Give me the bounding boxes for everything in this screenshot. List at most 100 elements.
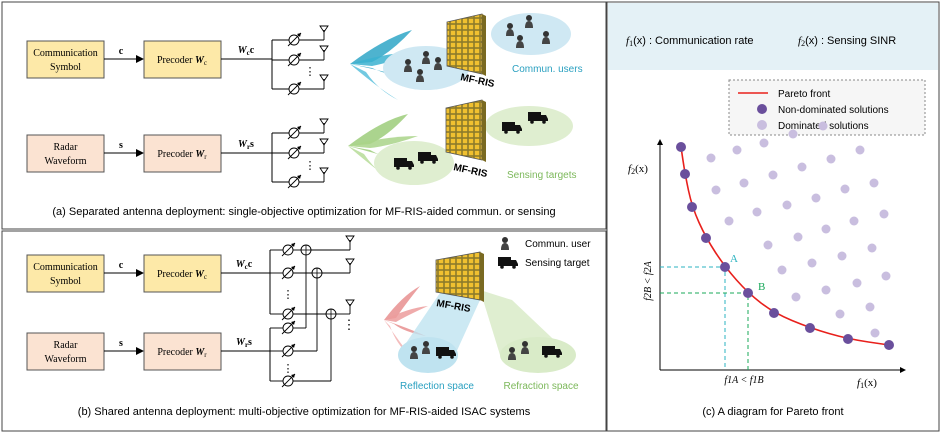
- point-b-label: B: [758, 281, 765, 293]
- user-icon: [508, 347, 516, 360]
- dominated-point: [849, 216, 859, 226]
- antenna: [345, 299, 355, 314]
- guide-b: [660, 292, 749, 370]
- c-label: c: [119, 46, 124, 57]
- dots-beam-b: ⋮: [343, 317, 356, 332]
- phase-shifter: [281, 373, 296, 388]
- dominated-point: [711, 185, 721, 195]
- radar-waveform-box: [26, 134, 105, 173]
- precoder-r-label-b: Precoder Wr: [157, 347, 207, 359]
- legend-target-label: Sensing target: [525, 258, 590, 269]
- dominated-point: [752, 207, 762, 217]
- phase-shifter: [287, 81, 302, 96]
- dots-a1: ⋮: [305, 66, 316, 78]
- panel-c: f1(x) : Communication rate f2(x) : Sensi…: [608, 3, 938, 418]
- truck-icon: [436, 347, 456, 359]
- comm-symbol-b-line2: Symbol: [50, 276, 81, 287]
- antenna: [319, 45, 329, 60]
- comm-symbol-box: [26, 40, 105, 79]
- antenna-array-a2: [272, 118, 329, 189]
- precoder-r-box: [143, 134, 222, 173]
- legend-user-label: Commun. user: [525, 239, 591, 250]
- dominated-point: [706, 153, 716, 163]
- nondominated-point: [743, 288, 753, 298]
- truck-icon: [498, 257, 518, 269]
- dominated-point: [867, 243, 877, 253]
- dominated-point: [835, 309, 845, 319]
- panel-a-border: [1, 1, 607, 230]
- phase-shifter: [281, 306, 296, 321]
- user-icon: [404, 59, 412, 72]
- user-icon: [506, 23, 514, 36]
- dominated-point: [852, 278, 862, 288]
- precoder-c-label: Precoder Wc: [157, 55, 207, 67]
- mf-ris-a2-label: MF-RIS: [452, 162, 488, 180]
- truck-icon: [528, 112, 548, 124]
- nondominated-point: [676, 142, 686, 152]
- panel-c-border: [606, 1, 940, 432]
- phase-shifter: [281, 343, 296, 358]
- dominated-point: [797, 162, 807, 172]
- y-compare-label: f2B < f2A: [643, 260, 654, 300]
- sensing-targets-label: Sensing targets: [507, 170, 577, 181]
- comm-symbol-box-b: [26, 254, 105, 293]
- nondominated-point: [884, 340, 894, 350]
- user-icon: [410, 346, 418, 359]
- dominated-point: [811, 193, 821, 203]
- antenna: [345, 235, 355, 250]
- s-label: s: [119, 140, 123, 151]
- user-icon: [416, 69, 424, 82]
- phase-shifter: [287, 145, 302, 160]
- point-a-label: A: [730, 253, 738, 265]
- antenna: [345, 258, 355, 273]
- precoder-c-label-b: Precoder Wc: [157, 269, 207, 281]
- user-icon: [521, 341, 529, 354]
- phase-shifter: [287, 32, 302, 47]
- legend-nondominated-marker: [757, 104, 767, 114]
- radar-line1: Radar: [54, 142, 79, 153]
- radar-b-line1: Radar: [54, 340, 79, 351]
- refraction-space-area: [500, 337, 576, 373]
- dominated-point: [821, 224, 831, 234]
- dominated-point: [818, 121, 828, 131]
- radar-b-line2: Waveform: [45, 354, 87, 365]
- phase-shifter: [287, 125, 302, 140]
- precoder-r-box-b: [143, 332, 222, 371]
- panel-b-border: [1, 230, 607, 432]
- mf-ris-a1: [446, 13, 486, 76]
- dominated-point: [826, 154, 836, 164]
- dominated-point: [881, 271, 891, 281]
- panel-b-caption: (b) Shared antenna deployment: multi-obj…: [78, 406, 531, 418]
- comm-symbol-line1: Communication: [33, 48, 97, 59]
- precoder-r-label: Precoder Wr: [157, 149, 207, 161]
- legend-dominated-marker: [757, 120, 767, 130]
- x-axis-label: f1(x): [857, 377, 877, 390]
- pareto-plot: [660, 121, 894, 370]
- dominated-point: [732, 145, 742, 155]
- mf-ris-a1-label: MF-RIS: [459, 72, 495, 90]
- truck-icon: [542, 346, 562, 358]
- dominated-point: [870, 328, 880, 338]
- user-icon: [422, 341, 430, 354]
- sensing-targets-a: [394, 112, 548, 170]
- dominated-point: [768, 170, 778, 180]
- antenna-array-a1: [272, 25, 329, 96]
- truck-icon: [394, 158, 414, 170]
- dominated-point: [807, 258, 817, 268]
- nondominated-point: [720, 262, 730, 272]
- antenna: [319, 25, 329, 40]
- antenna: [319, 118, 329, 133]
- antenna: [319, 167, 329, 182]
- nondominated-point: [769, 308, 779, 318]
- dominated-point: [837, 251, 847, 261]
- dominated-point: [724, 216, 734, 226]
- wc-label-b: Wcc: [236, 259, 253, 271]
- dominated-point: [793, 232, 803, 242]
- mf-ris-a2: [445, 99, 486, 162]
- reflection-space-label: Reflection space: [400, 381, 474, 392]
- dominated-point: [869, 178, 879, 188]
- f2-definition: f2(x) : Sensing SINR: [798, 35, 896, 48]
- user-icon: [434, 57, 442, 70]
- dominated-point: [865, 302, 875, 312]
- pareto-front-curve: [680, 146, 890, 346]
